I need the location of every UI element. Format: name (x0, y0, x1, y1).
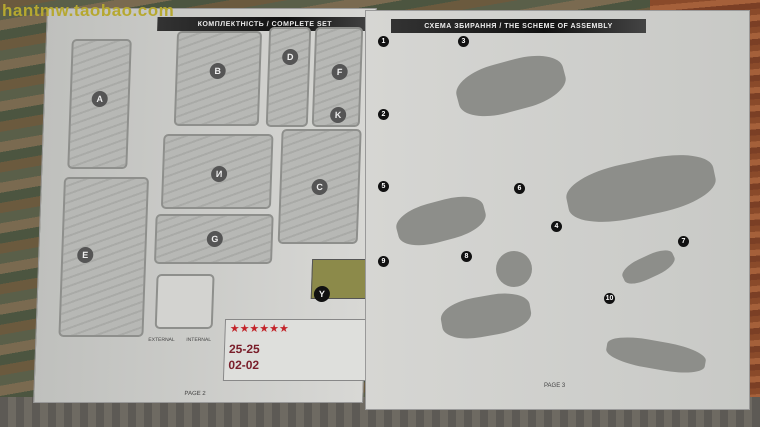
sprue-label: Y (313, 286, 331, 302)
sprue-label: B (209, 63, 226, 79)
decal-number-2: 02-02 (228, 358, 260, 372)
sprue-label: K (329, 107, 347, 123)
intake-part (392, 190, 490, 252)
sprue-label: E (76, 247, 94, 263)
step-8: 8 (461, 251, 472, 262)
sprue-label: F (331, 64, 348, 80)
nozzle-part (438, 288, 534, 344)
sprue-label: D (281, 49, 299, 65)
sprue-label: G (206, 231, 224, 247)
sprue-a: A (67, 39, 132, 169)
sprue-e: E (58, 177, 149, 337)
sprue-label: И (210, 166, 228, 182)
right-page: СХЕМА ЗБИРАННЯ / THE SCHEME OF ASSEMBLY … (365, 10, 750, 410)
step-7: 7 (678, 236, 689, 247)
sprue-label: C (311, 179, 328, 195)
sprue-label: A (91, 91, 108, 107)
page-number: PAGE 3 (544, 383, 566, 389)
assembly-header: СХЕМА ЗБИРАННЯ / THE SCHEME OF ASSEMBLY (391, 19, 646, 33)
step-10: 10 (604, 293, 615, 304)
watermark: hantmw.taobao.com (2, 1, 175, 20)
step-3: 3 (458, 36, 469, 47)
flap-part (618, 245, 679, 289)
step-9: 9 (378, 256, 389, 267)
gear-part (604, 332, 708, 378)
engine-disc-part (496, 251, 532, 287)
decal-number-1: 25-25 (228, 342, 260, 356)
step-6: 6 (514, 183, 525, 194)
step-2: 2 (378, 109, 389, 120)
mask-internal-label: INTERNAL (186, 337, 212, 343)
page-number: PAGE 2 (184, 391, 206, 397)
sprue-b: B (173, 31, 263, 126)
decal-sheet: ★★★★★★ 25-25 02-02 (222, 319, 376, 381)
canopy-masks (154, 274, 215, 329)
sprue-i: И (160, 134, 274, 209)
red-stars: ★★★★★★ (229, 323, 290, 335)
sprue-c: C (277, 129, 362, 244)
sprue-d: D (265, 27, 312, 127)
step-1: 1 (378, 36, 389, 47)
step-5: 5 (378, 181, 389, 192)
sprue-g: G (153, 214, 274, 264)
step-4: 4 (551, 221, 562, 232)
fuselage-part (451, 47, 571, 125)
mask-external-label: EXTERNAL (148, 337, 175, 343)
cockpit-part (561, 146, 721, 231)
